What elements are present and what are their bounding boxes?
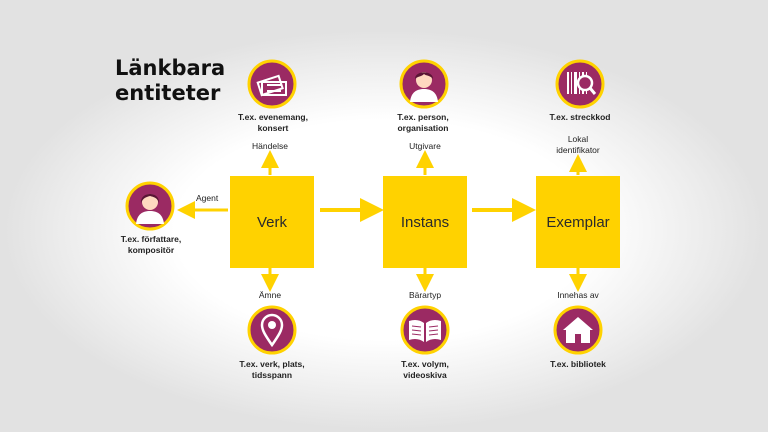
box-instans: Instans [383, 176, 467, 268]
location-pin-icon [247, 305, 297, 355]
entity-label-volym: T.ex. volym, videoskiva [401, 359, 449, 380]
entity-label-streckkod: T.ex. streckkod [549, 112, 611, 122]
relation-agent: Agent [196, 193, 219, 203]
entity-label-bibliotek: T.ex. bibliotek [550, 359, 606, 369]
barcode-icon [555, 59, 605, 109]
ticket-icon [247, 59, 297, 109]
box-verk: Verk [230, 176, 314, 268]
box-exemplar: Exemplar [536, 176, 620, 268]
house-icon [553, 305, 603, 355]
relation-handelse: Händelse [252, 141, 288, 151]
entity-label-person: T.ex. person, organisation [397, 112, 449, 133]
person-icon [125, 181, 175, 231]
person-icon [399, 59, 449, 109]
diagram-title: Länkbara entiteter [115, 56, 226, 105]
relation-lokal-identifikator: Lokal identifikator [556, 134, 600, 155]
relation-barartyp: Bärartyp [408, 290, 442, 300]
relation-utgivare: Utgivare [409, 141, 441, 151]
relation-amne: Ämne [258, 290, 282, 300]
entity-label-forfattare: T.ex. författare, kompositör [120, 234, 182, 255]
relation-innehas-av: Innehas av [557, 290, 599, 300]
book-icon [400, 305, 450, 355]
entity-label-verk-plats: T.ex. verk, plats, tidsspann [239, 359, 305, 380]
entity-label-evenemang: T.ex. evenemang, konsert [238, 112, 308, 133]
